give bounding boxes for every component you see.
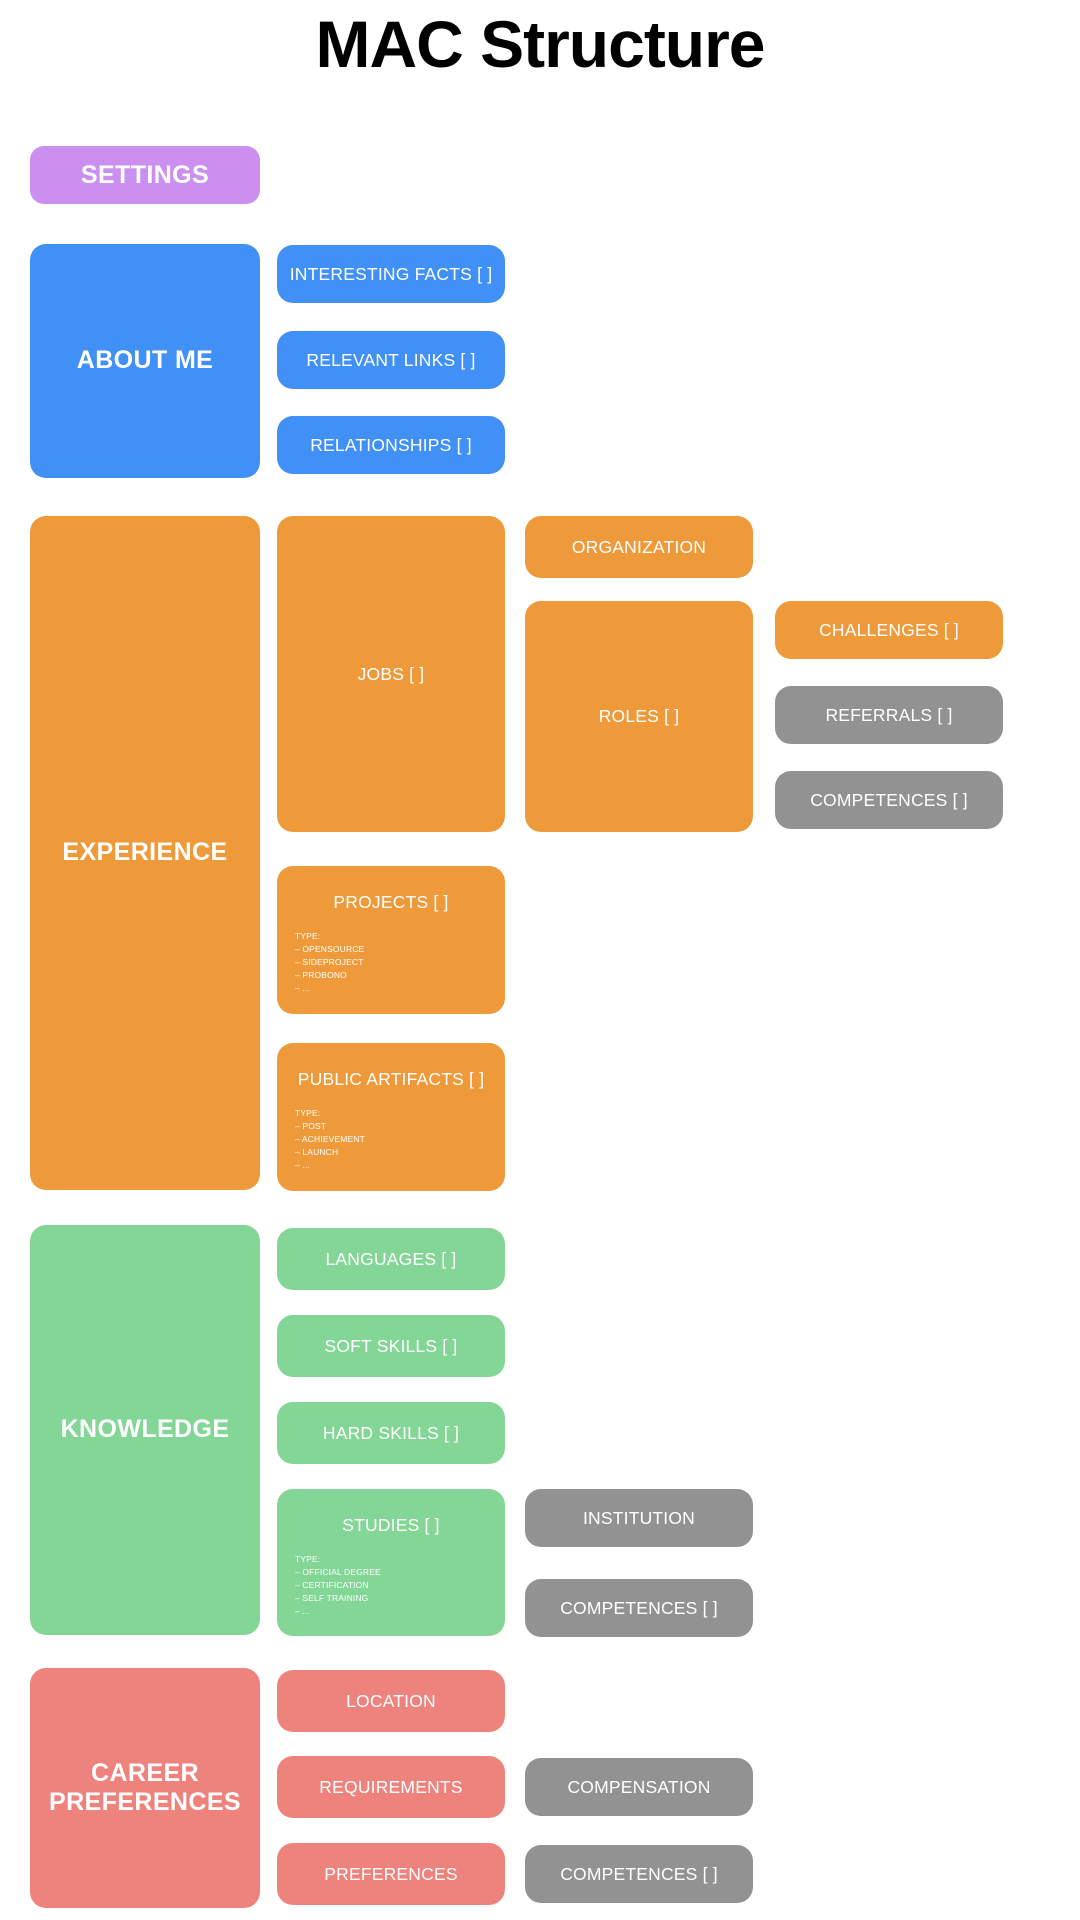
experience-challenges-card[interactable]: CHALLENGES [ ] <box>775 601 1003 659</box>
career-preferences-label-line1: CAREER <box>91 1758 199 1787</box>
career-preferences-competences-card[interactable]: COMPETENCES [ ] <box>525 1845 753 1903</box>
knowledge-institution-card[interactable]: INSTITUTION <box>525 1489 753 1547</box>
type-item: – OPENSOURCE <box>295 943 365 954</box>
about-me-group-card[interactable]: ABOUT ME <box>30 244 260 478</box>
experience-projects-type-list: TYPE: – OPENSOURCE – SIDEPROJECT – PROBO… <box>295 930 505 995</box>
experience-roles-card[interactable]: ROLES [ ] <box>525 601 753 832</box>
knowledge-soft-skills-card[interactable]: SOFT SKILLS [ ] <box>277 1315 505 1377</box>
career-preferences-label-line2: PREFERENCES <box>49 1788 241 1816</box>
type-item: – ... <box>295 1159 310 1170</box>
experience-group-card[interactable]: EXPERIENCE <box>30 516 260 1190</box>
type-item: – ... <box>295 982 310 993</box>
experience-competences-card[interactable]: COMPETENCES [ ] <box>775 771 1003 829</box>
type-item: – SIDEPROJECT <box>295 956 364 967</box>
type-item: – ... <box>295 1605 310 1616</box>
career-preferences-group-card[interactable]: CAREER PREFERENCES <box>30 1668 260 1908</box>
about-me-relevant-links-card[interactable]: RELEVANT LINKS [ ] <box>277 331 505 389</box>
career-preferences-requirements-card[interactable]: REQUIREMENTS <box>277 1756 505 1818</box>
type-item: – POST <box>295 1120 327 1131</box>
experience-jobs-card[interactable]: JOBS [ ] <box>277 516 505 832</box>
type-item: – SELF TRAINING <box>295 1592 369 1603</box>
type-item: – CERTIFICATION <box>295 1579 369 1590</box>
experience-projects-title: PROJECTS [ ] <box>333 892 449 912</box>
type-item: – LAUNCH <box>295 1146 339 1157</box>
experience-referrals-card[interactable]: REFERRALS [ ] <box>775 686 1003 744</box>
about-me-relationships-card[interactable]: RELATIONSHIPS [ ] <box>277 416 505 474</box>
type-item: – OFFICIAL DEGREE <box>295 1566 381 1577</box>
experience-public-artifacts-card[interactable]: PUBLIC ARTIFACTS [ ] TYPE: – POST – ACHI… <box>277 1043 505 1191</box>
career-preferences-preferences-card[interactable]: PREFERENCES <box>277 1843 505 1905</box>
knowledge-studies-title: STUDIES [ ] <box>342 1515 440 1535</box>
experience-organization-card[interactable]: ORGANIZATION <box>525 516 753 578</box>
career-preferences-compensation-card[interactable]: COMPENSATION <box>525 1758 753 1816</box>
knowledge-studies-card[interactable]: STUDIES [ ] TYPE: – OFFICIAL DEGREE – CE… <box>277 1489 505 1636</box>
knowledge-languages-card[interactable]: LANGUAGES [ ] <box>277 1228 505 1290</box>
experience-public-artifacts-type-list: TYPE: – POST – ACHIEVEMENT – LAUNCH – ..… <box>295 1107 505 1172</box>
knowledge-group-card[interactable]: KNOWLEDGE <box>30 1225 260 1635</box>
knowledge-studies-type-list: TYPE: – OFFICIAL DEGREE – CERTIFICATION … <box>295 1553 505 1618</box>
experience-projects-card[interactable]: PROJECTS [ ] TYPE: – OPENSOURCE – SIDEPR… <box>277 866 505 1014</box>
settings-card[interactable]: SETTINGS <box>30 146 260 204</box>
knowledge-competences-card[interactable]: COMPETENCES [ ] <box>525 1579 753 1637</box>
knowledge-hard-skills-card[interactable]: HARD SKILLS [ ] <box>277 1402 505 1464</box>
type-item: – PROBONO <box>295 969 347 980</box>
experience-public-artifacts-title: PUBLIC ARTIFACTS [ ] <box>297 1069 485 1089</box>
type-heading: TYPE: <box>295 1108 321 1118</box>
about-me-interesting-facts-card[interactable]: INTERESTING FACTS [ ] <box>277 245 505 303</box>
type-heading: TYPE: <box>295 1554 321 1564</box>
page-title: MAC Structure <box>315 7 765 81</box>
type-heading: TYPE: <box>295 931 321 941</box>
type-item: – ACHIEVEMENT <box>295 1133 365 1144</box>
career-preferences-location-card[interactable]: LOCATION <box>277 1670 505 1732</box>
